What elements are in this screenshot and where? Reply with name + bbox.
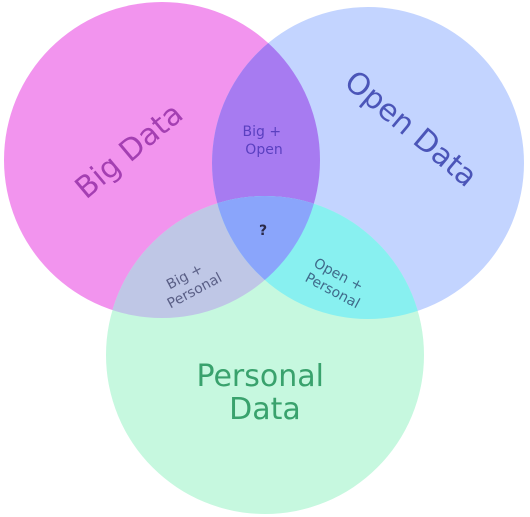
big-open-label-line-1: Big + bbox=[242, 124, 281, 140]
personal-data-label: Personal Data bbox=[196, 359, 333, 427]
open-personal-overlap bbox=[212, 196, 424, 319]
personal-data-label-line-1: Personal bbox=[196, 359, 324, 394]
center-label: ? bbox=[259, 223, 267, 239]
big-open-label-line-2: Open bbox=[245, 142, 282, 158]
big-personal-overlap bbox=[106, 196, 320, 318]
big-open-label: Big + Open bbox=[242, 124, 285, 158]
personal-data-label-line-2: Data bbox=[229, 392, 301, 427]
